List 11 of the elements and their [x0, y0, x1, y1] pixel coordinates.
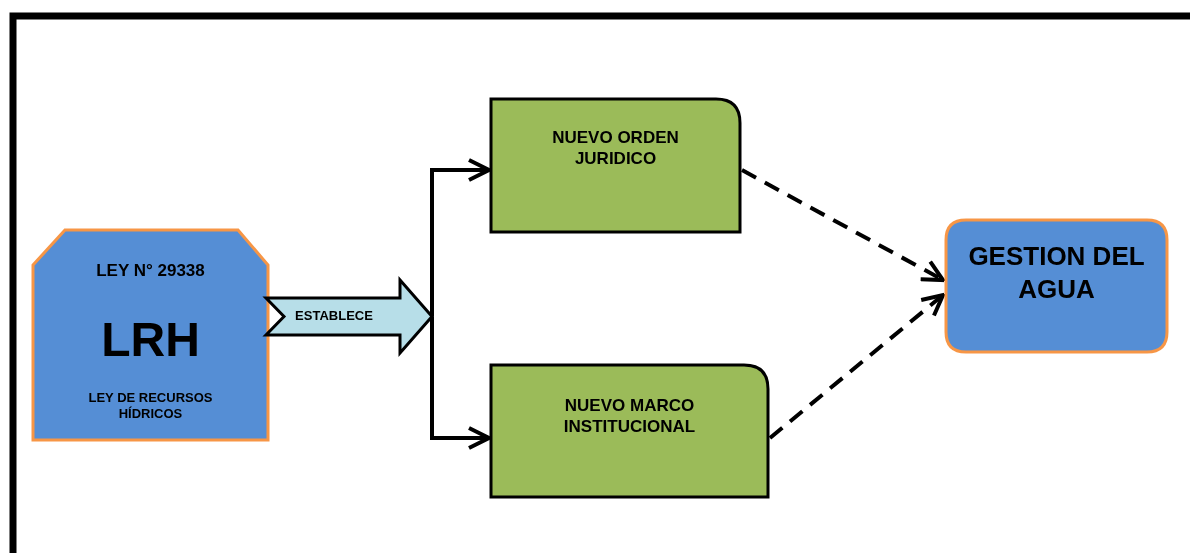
arrow-label: ESTABLECE: [295, 308, 373, 325]
box-label: NUEVO MARCO INSTITUCIONAL: [562, 395, 697, 438]
dashed-arrow: [768, 293, 945, 440]
box-label: NUEVO ORDEN JURIDICO: [551, 127, 680, 170]
box-label: GESTION DEL AGUA: [967, 240, 1146, 305]
law-name: LEY DE RECURSOS HÍDRICOS: [87, 390, 214, 423]
dashed-arrow: [741, 168, 945, 282]
arrow: [430, 316, 491, 450]
law-acronym: LRH: [101, 312, 200, 368]
arrow: [430, 158, 491, 317]
law-number: LEY N° 29338: [96, 260, 205, 282]
